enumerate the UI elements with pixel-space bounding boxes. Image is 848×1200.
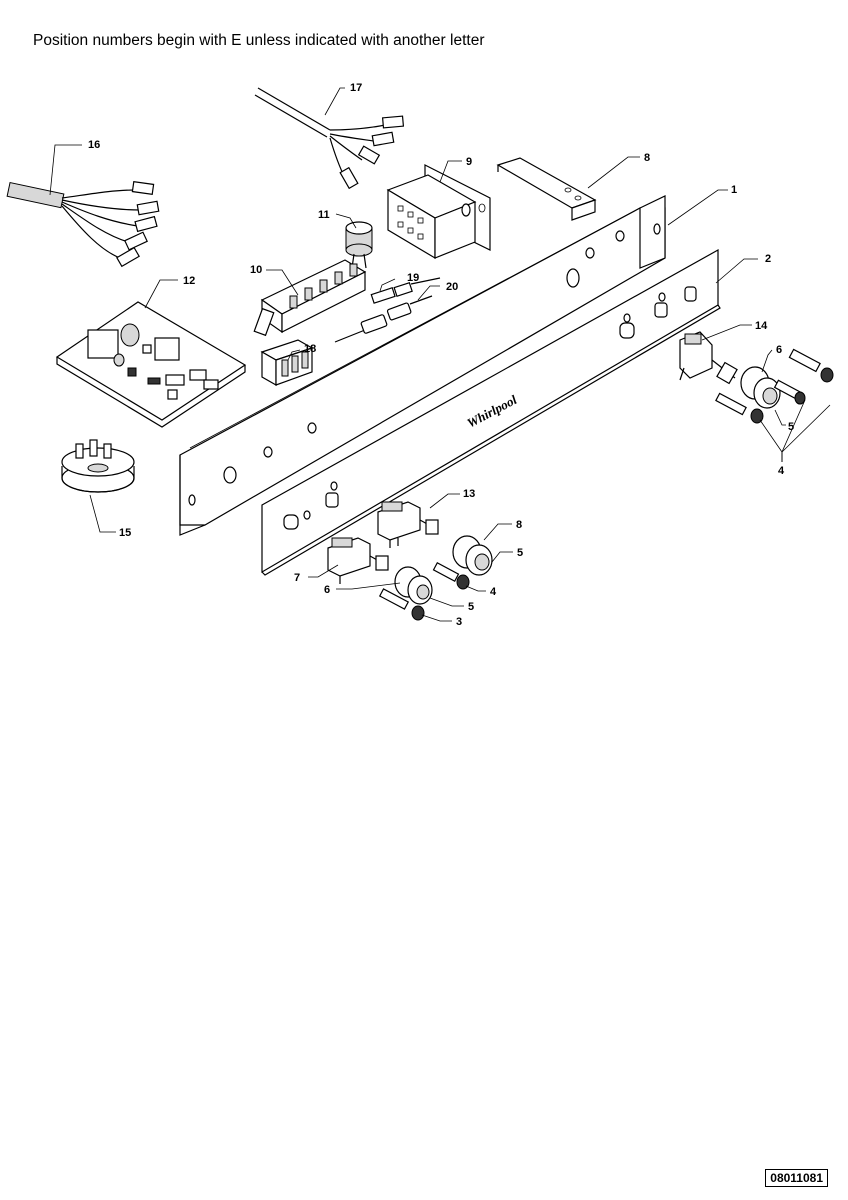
label-5-upper: 5 (517, 547, 523, 559)
label-12: 12 (183, 275, 195, 287)
knob-6-lower (394, 566, 433, 605)
label-15: 15 (119, 527, 131, 539)
front-fascia-panel: Whirlpool (261, 248, 721, 576)
label-8-bottom: 8 (516, 519, 522, 531)
switch-14 (679, 331, 738, 385)
label-6-right: 6 (776, 344, 782, 356)
label-9: 9 (466, 156, 472, 168)
relay-contactor (386, 164, 491, 260)
label-4-right: 4 (778, 465, 785, 477)
knob-6-upper (452, 535, 493, 576)
label-5-lower: 5 (468, 601, 474, 613)
fuse-holder (370, 277, 441, 304)
switch-7 (327, 537, 389, 584)
indicator-lamp-right-b (773, 379, 806, 405)
capacitor (345, 221, 373, 269)
label-7: 7 (294, 572, 300, 584)
label-1: 1 (731, 184, 737, 196)
small-terminal-block (260, 339, 314, 387)
label-2: 2 (765, 253, 771, 265)
indicator-lamp-right-a (788, 348, 834, 383)
knob-6-right (740, 366, 781, 409)
indicator-lamp-right-c (715, 392, 764, 424)
label-6-lower: 6 (324, 584, 330, 596)
wiring-loom-top (254, 87, 405, 190)
label-5-right: 5 (788, 421, 794, 433)
label-8-top: 8 (644, 152, 650, 164)
label-17: 17 (350, 82, 362, 94)
control-panel-rear-bar (179, 195, 666, 536)
label-18: 18 (304, 343, 316, 355)
label-10: 10 (250, 264, 262, 276)
mounting-bracket-bar (496, 157, 597, 221)
label-20: 20 (446, 281, 458, 293)
leader-lines (49, 87, 831, 622)
terminal-block (253, 259, 367, 337)
label-13: 13 (463, 488, 475, 500)
indicator-lamp-4 (432, 562, 470, 590)
label-11: 11 (318, 209, 330, 221)
label-14: 14 (755, 320, 768, 332)
label-16: 16 (88, 139, 100, 151)
control-board-pcb (55, 301, 247, 428)
indicator-lamp-3 (378, 588, 425, 621)
label-3: 3 (456, 616, 462, 628)
position-note: Position numbers begin with E unless ind… (33, 32, 485, 49)
drawing-code-box: 08011081 (765, 1169, 828, 1187)
label-19: 19 (407, 272, 419, 284)
pressure-switch (61, 439, 135, 493)
label-4-lower: 4 (490, 586, 497, 598)
position-labels: 17 16 9 8 1 2 11 10 19 20 12 18 14 6 5 4… (88, 82, 794, 628)
switch-13 (377, 501, 439, 548)
suppressor-component (334, 295, 433, 343)
wiring-loom-left (6, 180, 160, 268)
